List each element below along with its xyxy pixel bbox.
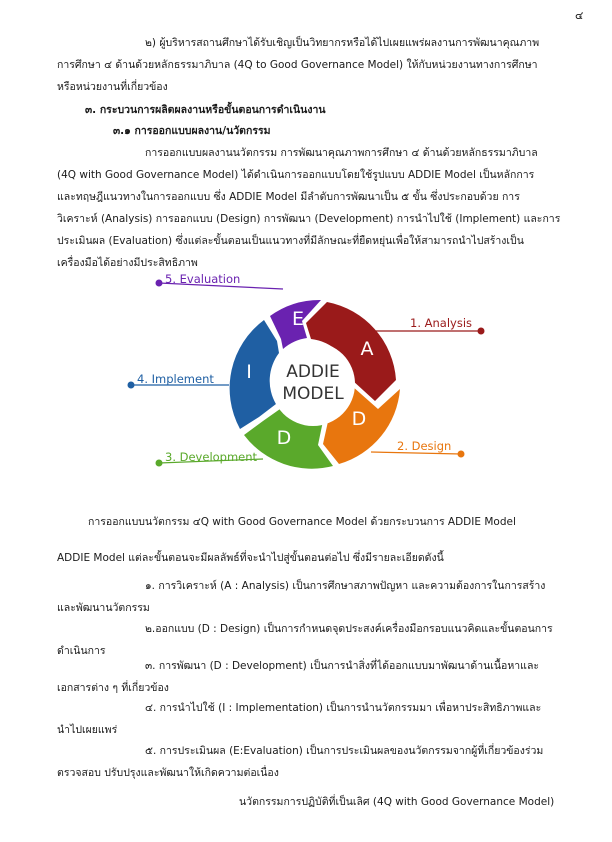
label-development: 3. Development [165, 450, 258, 464]
design-segment [323, 386, 400, 464]
step-2-line-1: ๒.ออกแบบ (D : Design) เป็นการกำหนดจุดประ… [145, 623, 553, 635]
step-3-line-2: เอกสารต่าง ๆ ที่เกี่ยวข้อง [57, 682, 169, 694]
step-5-line-2: ตรวจสอบ ปรับปรุงและพัฒนาให้เกิดความต่อเน… [57, 767, 279, 779]
label-evaluation: 5. Evaluation [165, 272, 240, 286]
implement-segment [229, 320, 279, 429]
step-3-line-1: ๓. การพัฒนา (D : Development) เป็นการนำส… [145, 660, 540, 672]
letter-d-design: D [352, 408, 367, 430]
step-1-line-2: และพัฒนานวัตกรรม [57, 602, 150, 614]
label-design: 2. Design [397, 439, 451, 453]
letter-a: A [361, 338, 374, 360]
para-line-5: ประเมินผล (Evaluation) ซึ่งแต่ละขั้นตอนเ… [57, 235, 524, 247]
addie-diagram: ADDIE MODEL A D D I E 5. Evaluation 1. A… [113, 261, 504, 499]
intro-line-1: ๒) ผู้บริหารสถานศึกษาได้รับเชิญเป็นวิทยา… [145, 37, 540, 49]
page-number: ๔ [575, 9, 584, 22]
section-heading: ๓. กระบวนการผลิตผลงานหรือขั้นตอนการดำเนิ… [85, 104, 326, 116]
letter-e: E [292, 308, 304, 330]
para-line-4: วิเคราะห์ (Analysis) การออกแบบ (Design) … [57, 213, 561, 225]
label-analysis: 1. Analysis [410, 316, 472, 330]
step-4-line-1: ๔. การนำไปใช้ (I : Implementation) เป็นก… [145, 702, 542, 714]
label-implement: 4. Implement [137, 372, 214, 386]
footer-text: นวัตกรรมการปฏิบัติที่เป็นเลิศ (4Q with G… [239, 796, 555, 808]
sub-heading: ๓.๑ การออกแบบผลงาน/นวัตกรรม [113, 125, 271, 137]
intro-line-2: การศึกษา ๔ ด้านด้วยหลักธรรมาภิบาล (4Q to… [57, 59, 538, 71]
para-line-6: เครื่องมือได้อย่างมีประสิทธิภาพ [57, 257, 198, 269]
center-label-model: MODEL [282, 384, 344, 404]
figure-caption: การออกแบบนวัตกรรม ๔Q with Good Governanc… [88, 516, 516, 528]
steps-intro: ADDIE Model แต่ละขั้นตอนจะมีผลลัพธ์ที่จะ… [57, 552, 444, 564]
letter-d-development: D [277, 427, 292, 449]
step-1-line-1: ๑. การวิเคราะห์ (A : Analysis) เป็นการศึ… [145, 580, 546, 592]
intro-line-3: หรือหน่วยงานที่เกี่ยวข้อง [57, 81, 168, 93]
evaluation-segment [270, 299, 321, 349]
letter-i: I [246, 361, 252, 383]
center-label-addie: ADDIE [286, 362, 340, 382]
step-5-line-1: ๕. การประเมินผล (E:Evaluation) เป็นการปร… [145, 745, 544, 757]
step-4-line-2: นำไปเผยแพร่ [57, 724, 118, 736]
step-2-line-2: ดำเนินการ [57, 645, 106, 657]
analysis-segment [306, 302, 396, 401]
para-line-3: และทฤษฎีแนวทางในการออกแบบ ซึ่ง ADDIE Mod… [57, 191, 520, 203]
para-line-1: การออกแบบผลงานนวัตกรรม การพัฒนาคุณภาพการ… [145, 147, 538, 159]
para-line-2: (4Q with Good Governance Model) ได้ดำเนิ… [57, 169, 535, 181]
